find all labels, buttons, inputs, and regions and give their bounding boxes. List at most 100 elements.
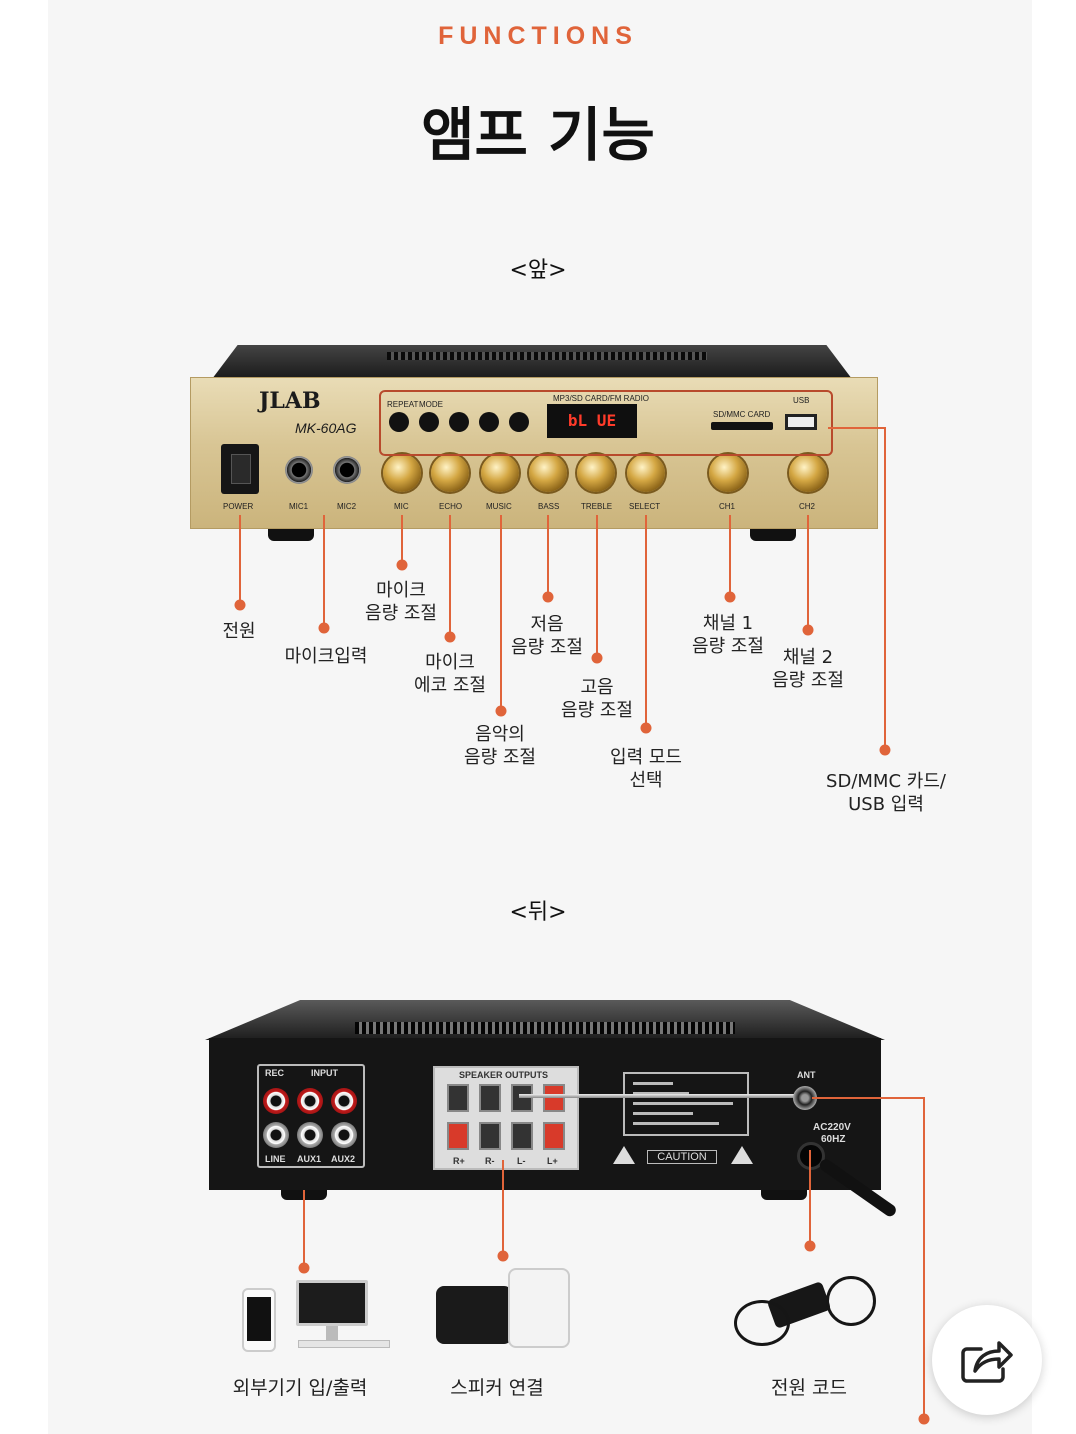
mp3-label: MP3/SD CARD/FM RADIO	[553, 394, 650, 403]
mic2-panel-label: MIC2	[337, 502, 357, 511]
plate-line	[633, 1102, 733, 1105]
ch2-panel-label: CH2	[799, 502, 816, 511]
back-section-label: <뒤>	[509, 900, 567, 925]
mode-button	[419, 412, 439, 432]
keyboard-image	[298, 1340, 390, 1348]
play-pause-button	[479, 412, 499, 432]
callout-line	[807, 515, 809, 630]
model-name: MK-60AG	[295, 420, 357, 436]
aux1-label: AUX1	[297, 1154, 322, 1164]
callout-dot	[298, 1262, 310, 1274]
computer-monitor-image	[296, 1280, 368, 1326]
callout-line	[923, 1097, 925, 1419]
share-button[interactable]	[932, 1305, 1042, 1415]
next-button	[509, 412, 529, 432]
callout-line	[547, 515, 549, 597]
callout-label-ch1-volume: 채널 1 음량 조절	[692, 613, 764, 657]
rca-jack	[331, 1122, 357, 1148]
sd-card-label: SD/MMC CARD	[713, 410, 771, 419]
warning-triangle-icon	[731, 1146, 753, 1164]
sd-card-slot	[711, 422, 773, 430]
page-title: 앰프 기능	[421, 101, 655, 169]
ch1-knob	[709, 454, 747, 492]
power-switch	[221, 444, 259, 494]
rca-jack	[297, 1088, 323, 1114]
amp-front-image: JLAB MK-60AG POWER MIC1 MIC2 MIC ECHO MU…	[190, 345, 878, 545]
l-plus-label: L+	[547, 1156, 558, 1166]
input-label: INPUT	[311, 1068, 338, 1078]
callout-label-sd-usb-input: SD/MMC 카드/ USB 입력	[826, 771, 946, 815]
amp-foot	[761, 1188, 807, 1200]
callout-label-input-mode: 입력 모드 선택	[610, 747, 682, 791]
callout-label-external-io: 외부기기 입/출력	[232, 1377, 368, 1399]
speaker-terminal	[543, 1084, 565, 1112]
callout-line	[884, 427, 886, 750]
callout-line	[323, 515, 325, 628]
speaker-terminal	[447, 1122, 469, 1150]
callout-dot	[724, 591, 736, 603]
rca-jack	[263, 1122, 289, 1148]
callout-dot	[318, 622, 330, 634]
l-minus-label: L-	[517, 1156, 526, 1166]
plate-line	[633, 1092, 689, 1095]
amp-front-panel: JLAB MK-60AG POWER MIC1 MIC2 MIC ECHO MU…	[190, 377, 878, 529]
power-panel-label: POWER	[223, 502, 254, 511]
amp-foot	[268, 529, 314, 541]
callout-dot	[495, 705, 507, 717]
echo-panel-label: ECHO	[439, 502, 463, 511]
callout-line	[809, 1150, 811, 1246]
select-knob	[627, 454, 665, 492]
repeat-button	[389, 412, 409, 432]
warning-triangle-icon	[613, 1146, 635, 1164]
callout-label-speaker-connection: 스피커 연결	[450, 1377, 544, 1399]
black-speaker-image	[436, 1286, 512, 1344]
speaker-terminal	[479, 1084, 501, 1112]
mic1-jack	[285, 456, 313, 484]
callout-dot	[640, 722, 652, 734]
bass-panel-label: BASS	[538, 502, 560, 511]
top-vent	[355, 1022, 735, 1034]
caution-label: CAUTION	[647, 1150, 717, 1164]
repeat-label: REPEAT	[387, 400, 419, 409]
callout-line	[729, 515, 731, 597]
callout-line	[828, 427, 886, 429]
spec-label-plate	[623, 1072, 749, 1136]
amp-foot	[750, 529, 796, 541]
callout-label-power: 전원	[222, 621, 256, 642]
lcd-display: bL UE	[547, 404, 637, 438]
media-panel-outline	[379, 390, 833, 456]
speaker-terminal	[479, 1122, 501, 1150]
callout-line	[401, 515, 403, 565]
callout-dot	[802, 624, 814, 636]
callout-label-mic-volume: 마이크 음량 조절	[365, 580, 437, 624]
callout-line	[596, 515, 598, 658]
callout-dot	[591, 652, 603, 664]
rca-jack	[331, 1088, 357, 1114]
callout-label-music-volume: 음악의 음량 조절	[464, 724, 536, 768]
callout-label-treble-volume: 고음 음량 조절	[561, 677, 633, 721]
treble-panel-label: TREBLE	[581, 502, 613, 511]
speaker-terminal	[543, 1122, 565, 1150]
callout-line	[449, 515, 451, 637]
callout-label-mic-echo: 마이크 에코 조절	[414, 652, 486, 696]
callout-line	[239, 515, 241, 605]
amp-back-image: REC INPUT LINE AUX1 AUX2 SPEAKER OUTPUTS…	[205, 1000, 899, 1219]
mic-knob	[383, 454, 421, 492]
line-label: LINE	[265, 1154, 286, 1164]
smartphone-image	[242, 1288, 276, 1352]
treble-knob	[577, 454, 615, 492]
rca-jack	[297, 1122, 323, 1148]
amp-top-cover	[205, 1000, 885, 1040]
music-knob	[481, 454, 519, 492]
r-plus-label: R+	[453, 1156, 465, 1166]
callout-label-bass-volume: 저음 음량 조절	[511, 614, 583, 658]
plate-line	[633, 1082, 673, 1085]
ch2-knob	[789, 454, 827, 492]
select-panel-label: SELECT	[629, 502, 661, 511]
usb-port	[785, 414, 817, 430]
callout-label-power-cord: 전원 코드	[771, 1377, 847, 1399]
prev-button	[449, 412, 469, 432]
bass-knob	[529, 454, 567, 492]
frequency-label: 60HZ	[821, 1134, 846, 1145]
ch1-panel-label: CH1	[719, 502, 736, 511]
